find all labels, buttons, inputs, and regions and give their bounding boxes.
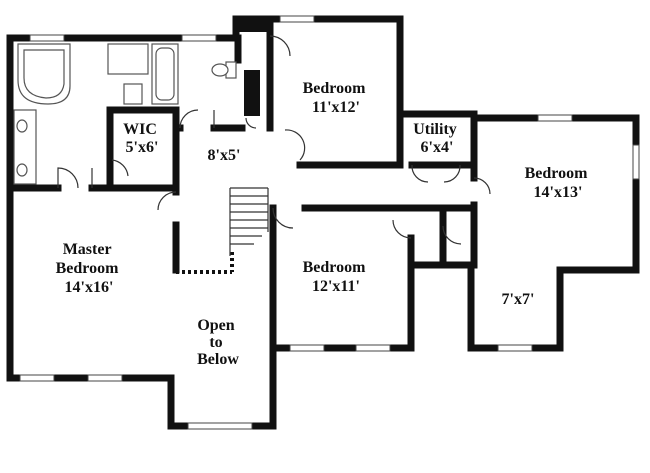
room-label-utility: Utility 6'x4' bbox=[413, 121, 461, 156]
stairs bbox=[229, 187, 269, 256]
room-label-nook: 7'x7' bbox=[502, 291, 535, 308]
room-label-bedroom-2: Bedroom 14'x13' bbox=[525, 165, 592, 201]
room-label-bedroom-1: Bedroom 11'x12' bbox=[303, 80, 370, 116]
bath-fixtures bbox=[13, 43, 237, 185]
room-label-master: Master Bedroom 14'x16' bbox=[56, 241, 123, 296]
interior-walls bbox=[6, 15, 478, 352]
railing bbox=[176, 252, 234, 274]
room-label-open-to-below: Open to Below bbox=[197, 317, 239, 368]
room-label-bedroom-3: Bedroom 12'x11' bbox=[303, 259, 370, 295]
room-label-hall: 8'x5' bbox=[208, 147, 241, 164]
room-label-wic: WIC 5'x6' bbox=[123, 121, 161, 156]
windows bbox=[19, 15, 640, 430]
doors bbox=[57, 35, 491, 245]
chimney-blocks bbox=[233, 18, 269, 116]
room-labels: Master Bedroom 14'x16' WIC 5'x6' 8'x5' B… bbox=[56, 80, 592, 368]
